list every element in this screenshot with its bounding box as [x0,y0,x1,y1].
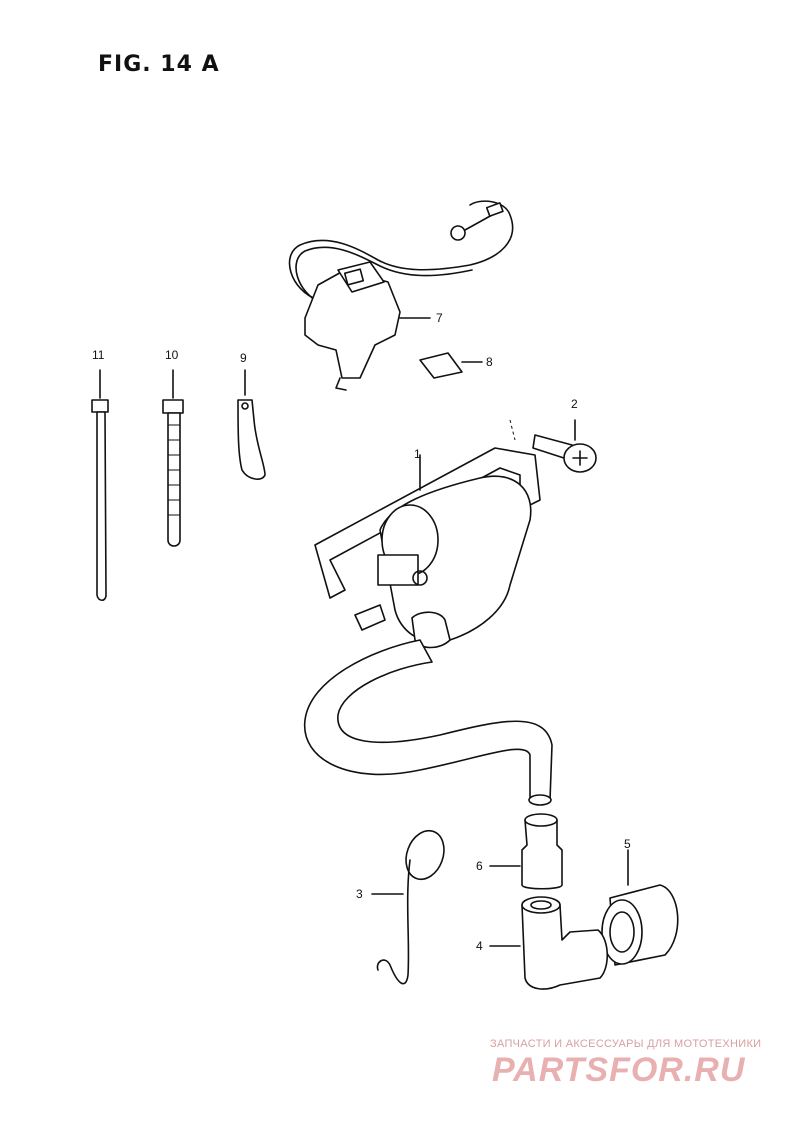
part-5-seal [601,849,679,966]
part-3-wire-clip [371,829,445,985]
callout-3: 3 [356,887,363,901]
callout-8: 8 [486,355,493,369]
callout-7: 7 [436,311,443,325]
part-6-cap [489,813,563,890]
callout-1: 1 [414,447,421,461]
part-2-bolt [509,419,597,473]
callout-5: 5 [624,837,631,851]
callout-6: 6 [476,859,483,873]
callout-4: 4 [476,939,483,953]
watermark-logo: PARTSFOR.RU [492,1051,746,1089]
callout-11: 11 [92,348,105,362]
figure-title: FIG. 14 A [98,52,220,77]
part-10-cable-tie [162,369,184,547]
callout-2: 2 [571,397,578,411]
watermark-tagline: ЗАПЧАСТИ И АКСЕССУАРЫ ДЛЯ МОТОТЕХНИКИ [490,1038,762,1050]
part-7-kill-switch [288,200,514,391]
part-1-ignition-coil [304,447,553,806]
part-8-label [419,352,483,379]
part-4-plug-cap [489,896,609,990]
part-11-cable-tie [91,369,109,602]
callout-9: 9 [240,351,247,365]
callout-10: 10 [165,348,179,362]
part-9-clamp [237,369,266,480]
